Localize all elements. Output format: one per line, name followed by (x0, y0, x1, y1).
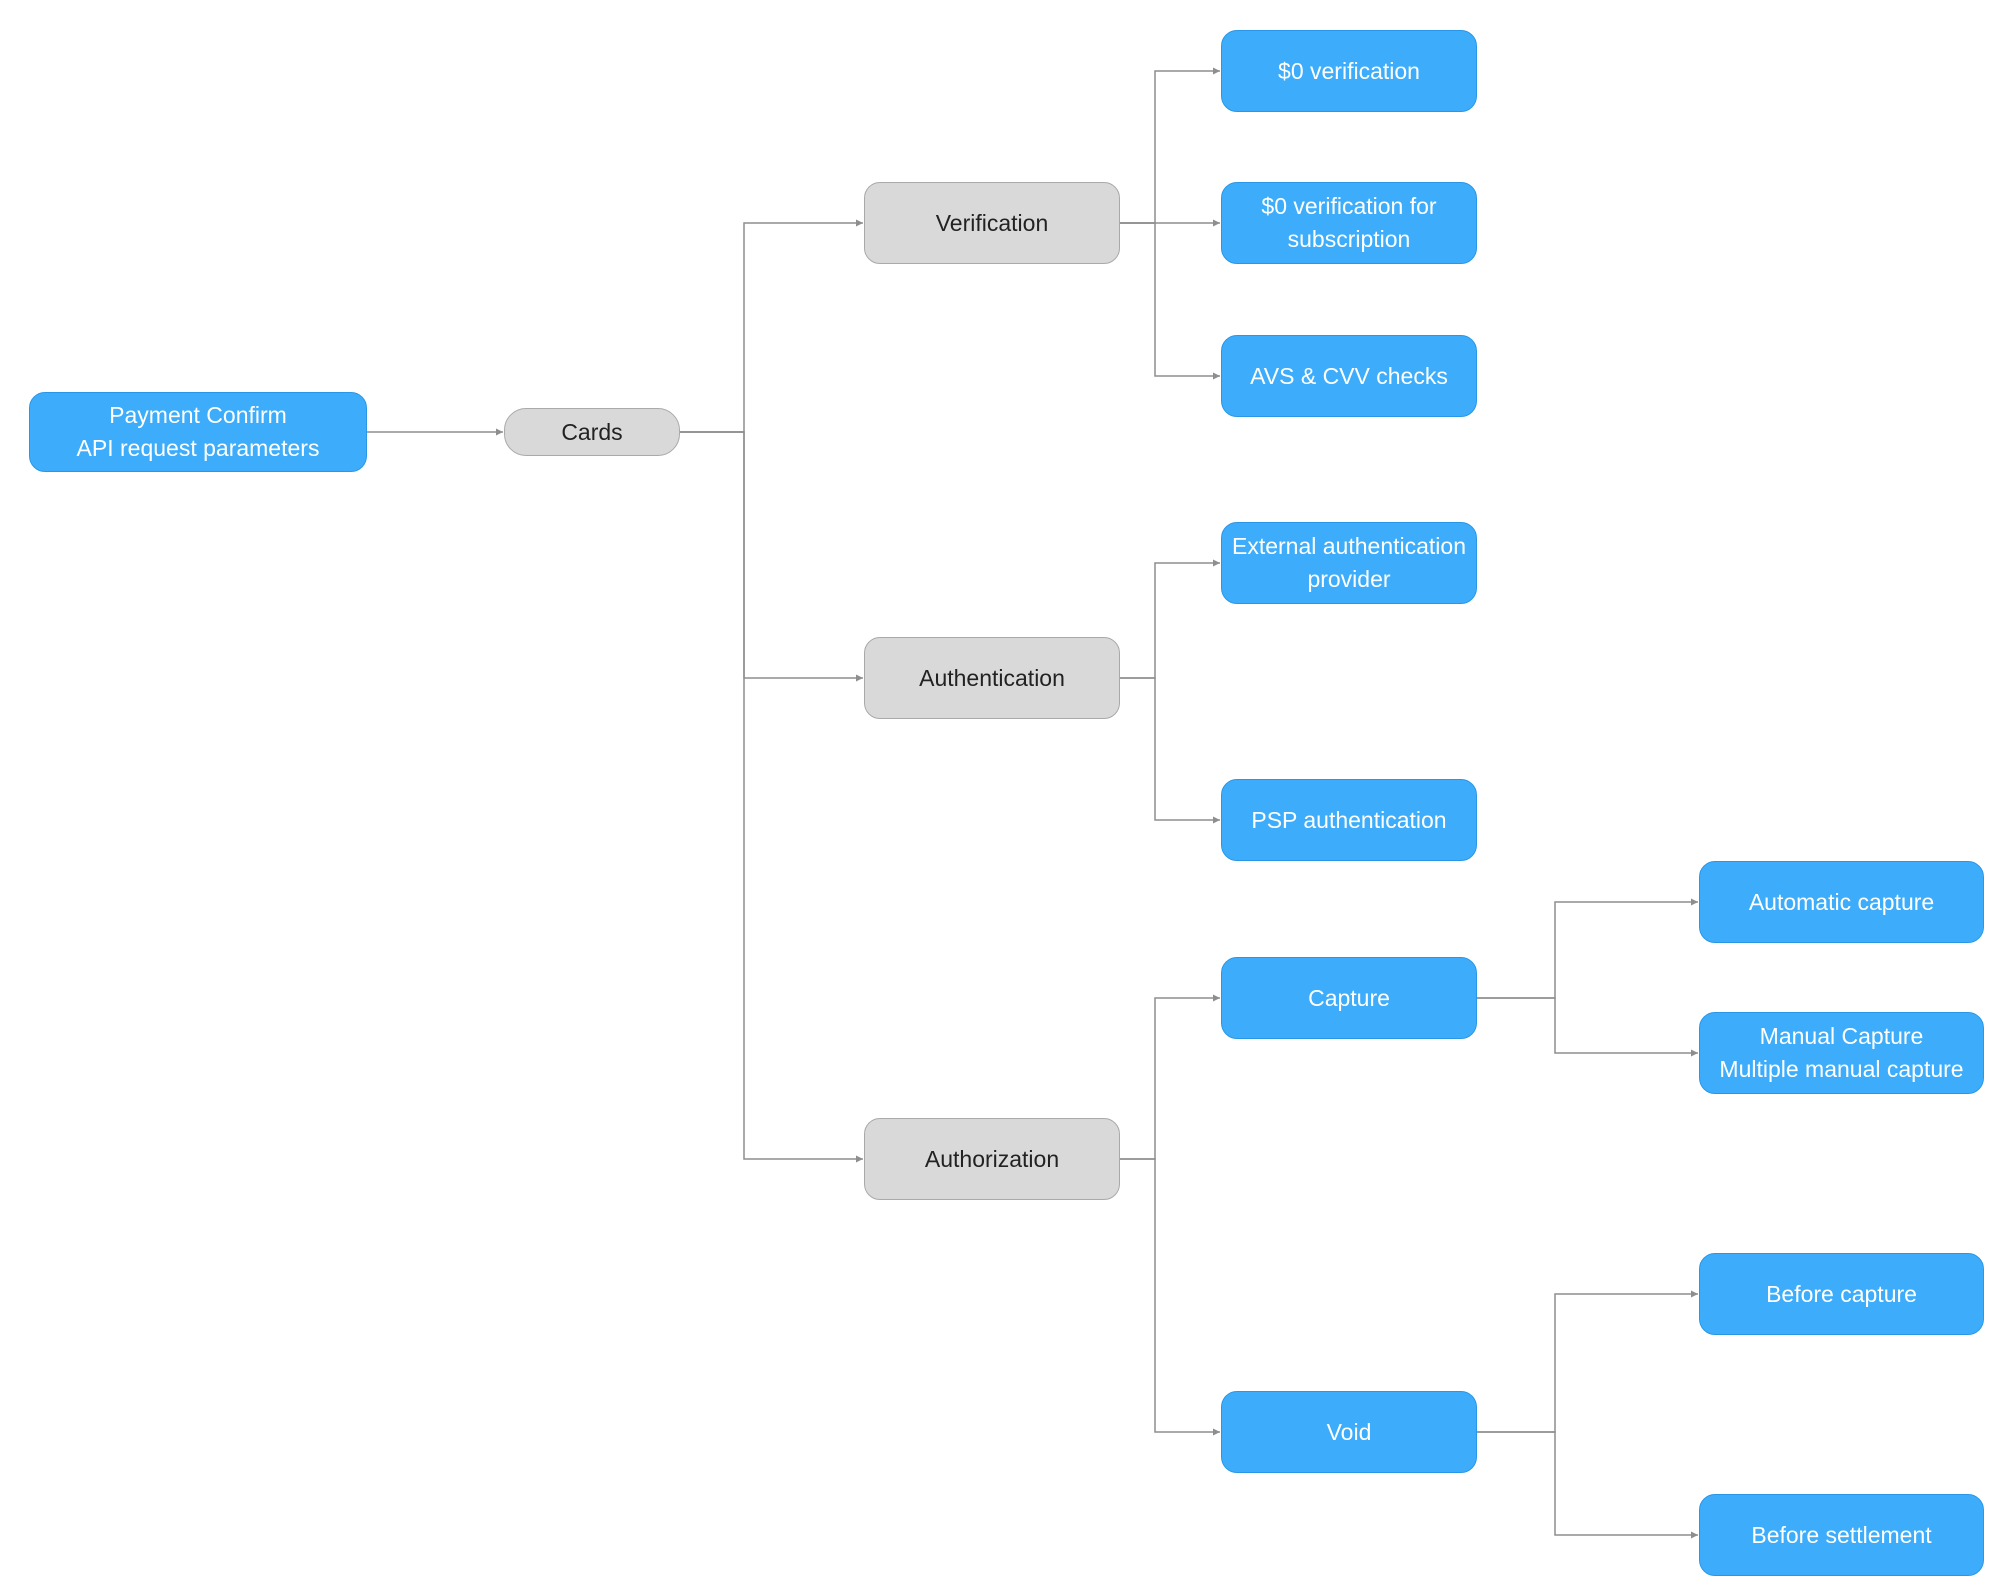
node-external-authentication-provider: External authentication provider (1221, 522, 1477, 604)
connector-line (680, 222, 863, 433)
node-avs-cvv-checks: AVS & CVV checks (1221, 335, 1477, 417)
connector-line (1120, 222, 1220, 377)
connector-line (680, 431, 863, 679)
node-automatic-capture: Automatic capture (1699, 861, 1984, 943)
node-payment-confirm: Payment Confirm API request parameters (29, 392, 367, 472)
arrowhead (856, 1155, 863, 1163)
connector-line (1120, 677, 1220, 821)
connector-line (1120, 997, 1220, 1160)
node-label-line: provider (1307, 566, 1391, 592)
node-label-line: Before capture (1766, 1280, 1917, 1307)
node-label-line: AVS & CVV checks (1250, 362, 1448, 389)
arrowhead (856, 219, 863, 227)
node-void: Void (1221, 1391, 1477, 1473)
node-before-capture: Before capture (1699, 1253, 1984, 1335)
arrowhead (856, 674, 863, 682)
arrowhead (1691, 898, 1698, 906)
node-label-line: Authorization (924, 1145, 1060, 1172)
node-manual-capture: Manual Capture Multiple manual capture (1699, 1012, 1984, 1094)
arrowhead (1213, 559, 1220, 567)
connector-line (1120, 562, 1220, 679)
node-label-line: Before settlement (1751, 1521, 1932, 1548)
node-zero-verification-subscription: $0 verification for subscription (1221, 182, 1477, 264)
node-label-line: Capture (1308, 984, 1390, 1011)
node-authorization: Authorization (864, 1118, 1120, 1200)
node-label-line: Payment Confirm (109, 402, 287, 428)
node-authentication: Authentication (864, 637, 1120, 719)
node-label-line: PSP authentication (1251, 806, 1447, 833)
arrowhead (1213, 372, 1220, 380)
node-before-settlement: Before settlement (1699, 1494, 1984, 1576)
connector-line (1477, 997, 1698, 1054)
arrowhead (1691, 1049, 1698, 1057)
arrowhead (1213, 1428, 1220, 1436)
connector-line (1120, 70, 1220, 224)
arrowhead (1691, 1290, 1698, 1298)
node-psp-authentication: PSP authentication (1221, 779, 1477, 861)
connector-line (1477, 901, 1698, 999)
arrowhead (1213, 67, 1220, 75)
node-label-line: API request parameters (76, 435, 320, 461)
node-label-line: Authentication (919, 664, 1065, 691)
connector-line (1120, 1158, 1220, 1433)
node-label-line: Verification (935, 209, 1049, 236)
arrowhead (1691, 1531, 1698, 1539)
node-label-line: Multiple manual capture (1719, 1056, 1964, 1082)
node-label-line: Manual Capture (1759, 1023, 1924, 1049)
node-label-line: External authentication (1232, 533, 1466, 559)
node-verification: Verification (864, 182, 1120, 264)
arrowhead (1213, 219, 1220, 227)
node-label-line: $0 verification for (1261, 193, 1437, 219)
connector-line (680, 431, 863, 1160)
arrowhead (496, 428, 503, 436)
connector-line (1477, 1431, 1698, 1536)
node-label-line: $0 verification (1278, 57, 1420, 84)
node-capture: Capture (1221, 957, 1477, 1039)
node-label-line: Cards (561, 418, 623, 445)
node-zero-verification: $0 verification (1221, 30, 1477, 112)
node-label-line: Automatic capture (1748, 888, 1935, 915)
arrowhead (1213, 994, 1220, 1002)
arrowhead (1213, 816, 1220, 824)
node-label-line: subscription (1287, 226, 1411, 252)
node-cards: Cards (504, 408, 680, 456)
connector-line (1477, 1293, 1698, 1433)
node-label-line: Void (1326, 1418, 1372, 1445)
